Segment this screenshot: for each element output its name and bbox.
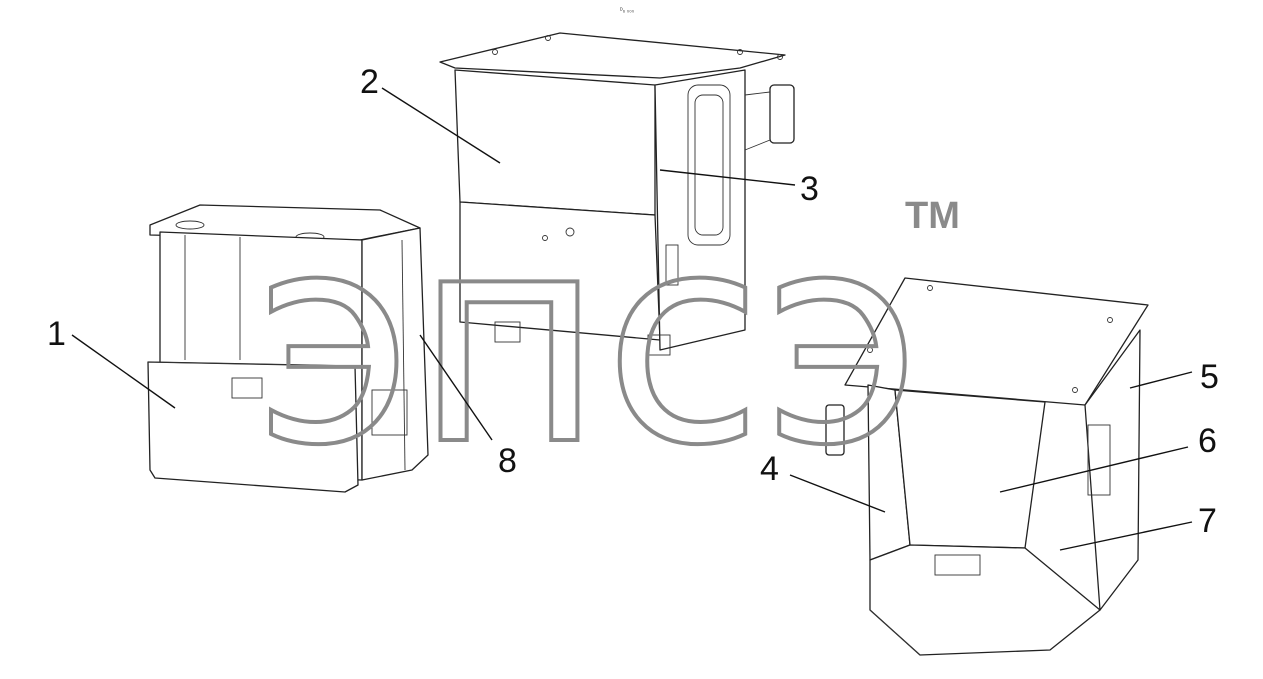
left-side-bracket — [371, 389, 408, 436]
callout-2: 2 — [360, 63, 379, 101]
leader-4 — [789, 474, 886, 513]
leader-lines — [71, 87, 1193, 551]
top-roof — [439, 32, 786, 79]
leader-5 — [1129, 371, 1193, 389]
right-cab-unit — [825, 277, 1149, 656]
watermark-text: эпсэ — [255, 172, 922, 509]
top-cab-unit — [439, 32, 795, 356]
leader-2 — [381, 87, 501, 164]
left-cab-unit — [147, 204, 429, 493]
right-side-window — [1087, 424, 1111, 496]
leader-6 — [999, 446, 1189, 493]
top-mount-left — [494, 321, 521, 343]
callout-6: 6 — [1198, 422, 1217, 460]
top-side-wall — [654, 69, 746, 351]
watermark-tm: TM — [905, 195, 960, 237]
watermark: эпсэ TM — [253, 170, 960, 511]
top-mirror — [769, 84, 795, 144]
right-mirror — [825, 404, 845, 456]
callout-5: 5 — [1200, 358, 1219, 396]
leader-7 — [1059, 521, 1193, 551]
left-side-panel — [361, 227, 429, 481]
top-door-window — [687, 84, 731, 246]
callout-7: 7 — [1198, 502, 1217, 540]
callout-4: 4 — [760, 450, 779, 488]
leader-1 — [71, 334, 176, 409]
callout-1: 1 — [47, 315, 66, 353]
top-door-hinge — [665, 244, 679, 286]
left-roof-hatch — [175, 220, 205, 230]
leader-8 — [419, 334, 493, 441]
callout-3: 3 — [800, 170, 819, 208]
leader-3 — [659, 169, 796, 186]
right-lower-skirt — [869, 544, 1101, 656]
right-plate — [934, 554, 981, 576]
callout-8: 8 — [498, 442, 517, 480]
top-mount-right — [647, 334, 671, 356]
left-plate-latch — [231, 377, 263, 399]
right-side-wall — [1084, 329, 1141, 611]
header-mark: ᴰ₆ ₀₀₀ — [620, 7, 635, 14]
callout-numbers: 1 2 3 4 5 6 7 8 — [47, 63, 1219, 540]
